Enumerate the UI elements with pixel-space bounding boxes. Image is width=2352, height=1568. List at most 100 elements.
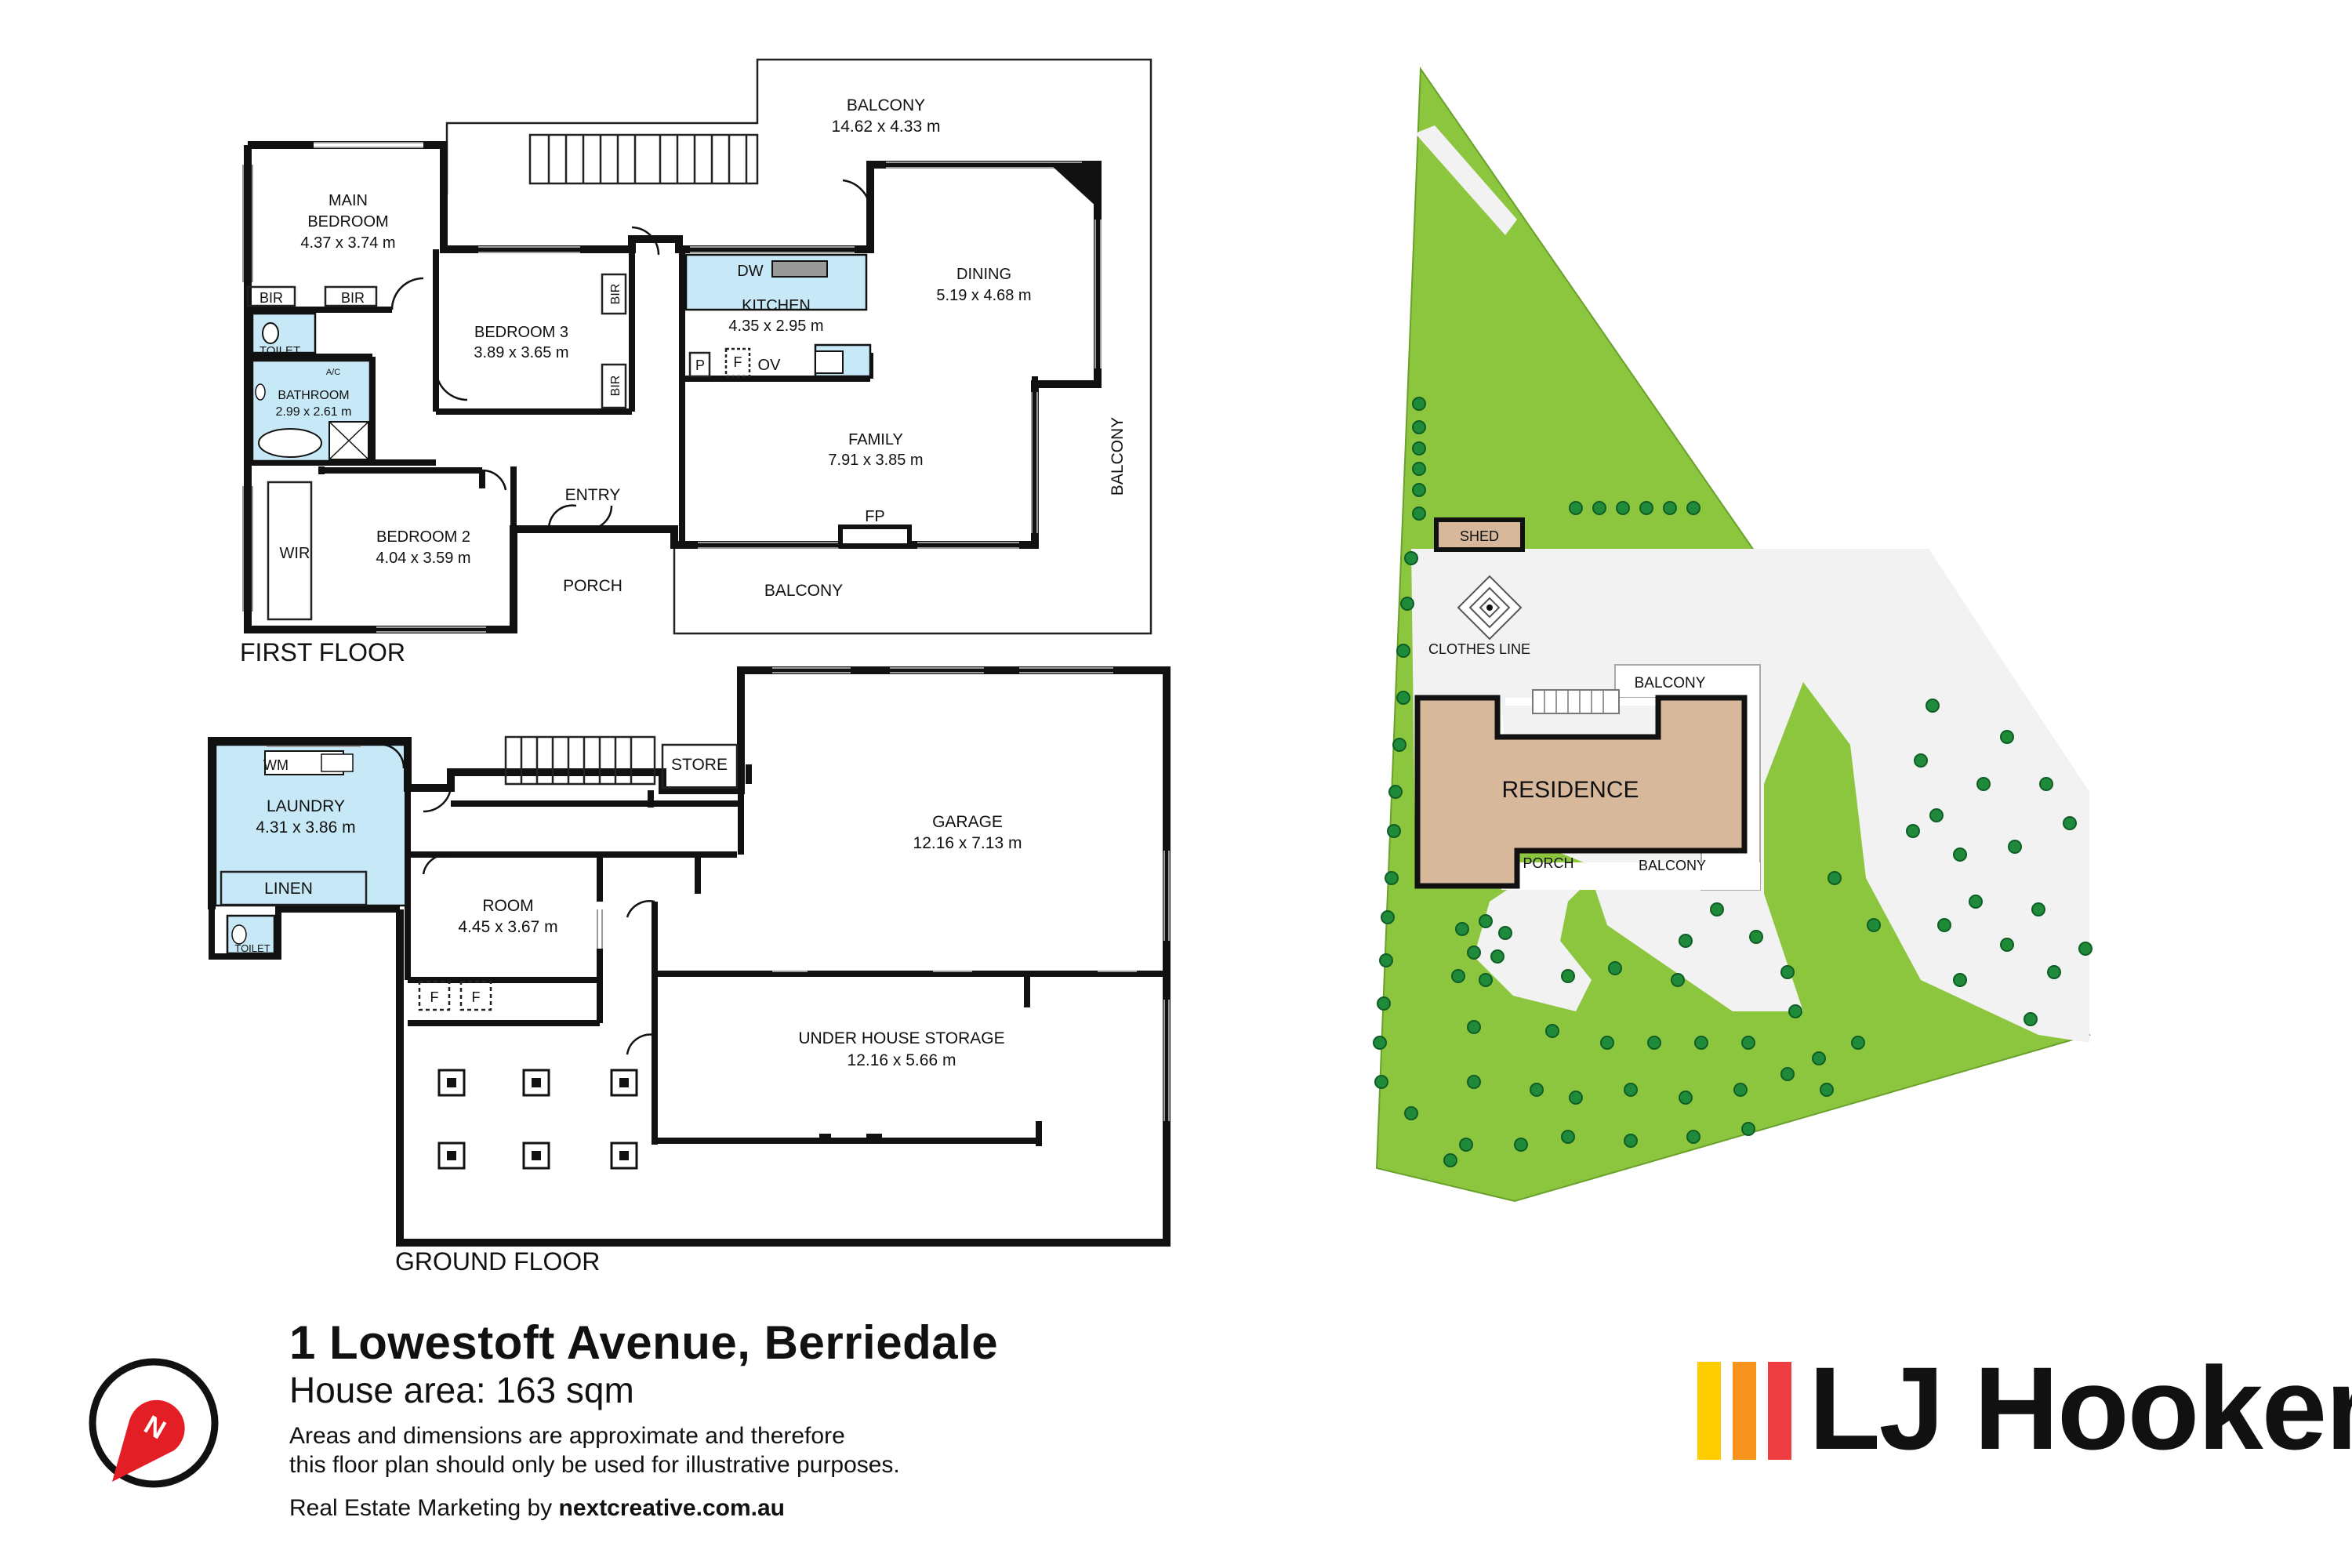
label-bathroom: BATHROOM	[278, 389, 349, 402]
label-bir-2: BIR	[341, 290, 365, 306]
residence	[1414, 695, 1748, 889]
label-porch: PORCH	[563, 577, 622, 595]
site-label-balcony-bottom: BALCONY	[1639, 858, 1706, 873]
label-toilet-ground: TOILET	[234, 942, 270, 954]
ground-floor-plan: GROUND FLOOR LAUNDRY 4.31 x 3.86 m GARAG…	[208, 666, 1171, 1276]
tree	[1788, 1004, 1802, 1018]
site-label-balcony-top: BALCONY	[1635, 675, 1706, 691]
tree	[1412, 462, 1426, 476]
label-wm: WM	[263, 757, 289, 773]
dims-laundry: 4.31 x 3.86 m	[256, 818, 355, 837]
dims-storage: 12.16 x 5.66 m	[848, 1051, 956, 1069]
tree	[1976, 777, 1991, 791]
dims-dining: 5.19 x 4.68 m	[936, 287, 1031, 304]
tree	[1679, 934, 1693, 948]
tree	[1379, 953, 1393, 967]
tree	[1392, 738, 1406, 752]
dims-bedroom2: 4.04 x 3.59 m	[376, 550, 470, 567]
label-family: FAMILY	[848, 431, 903, 448]
tree	[1592, 501, 1606, 515]
tree	[2008, 840, 2022, 854]
tree	[1953, 973, 1967, 987]
tree	[1514, 1138, 1528, 1152]
tree	[2047, 965, 2061, 979]
label-linen: LINEN	[264, 880, 313, 898]
label-ac: A/C	[326, 368, 340, 377]
tree	[1679, 1091, 1693, 1105]
site-label-residence: RESIDENCE	[1501, 777, 1639, 803]
label-storage: UNDER HOUSE STORAGE	[798, 1029, 1004, 1047]
tree	[1812, 1051, 1826, 1065]
marketing-site-link[interactable]: nextcreative.com.au	[558, 1495, 785, 1521]
label-dw: DW	[737, 263, 763, 280]
tree	[1663, 501, 1677, 515]
dims-garage: 12.16 x 7.13 m	[913, 834, 1022, 852]
tree	[1937, 918, 1951, 932]
tree	[1686, 501, 1700, 515]
tree	[1467, 1075, 1481, 1089]
trees	[1373, 397, 2092, 1167]
label-dining: DINING	[956, 266, 1011, 283]
tree	[1780, 965, 1795, 979]
site-label-clothes-line: CLOTHES LINE	[1428, 641, 1530, 657]
tree	[1498, 926, 1512, 940]
tree	[1741, 1122, 1755, 1136]
tree	[1412, 441, 1426, 456]
tree	[1404, 1106, 1418, 1120]
tree	[2024, 1012, 2038, 1026]
tree	[1377, 996, 1391, 1011]
disclaimer-line1: Areas and dimensions are approximate and…	[289, 1423, 845, 1449]
label-ov: OV	[758, 357, 782, 374]
balcony-stair	[528, 133, 759, 185]
house-area: House area: 163 sqm	[289, 1370, 634, 1410]
dims-family: 7.91 x 3.85 m	[828, 452, 923, 469]
tree	[2078, 942, 2092, 956]
tree	[1569, 501, 1583, 515]
fireplace	[838, 524, 912, 548]
tree	[1820, 1083, 1834, 1097]
dims-bathroom: 2.99 x 2.61 m	[276, 405, 352, 419]
label-f: F	[734, 354, 742, 370]
site-stair	[1532, 689, 1620, 714]
tree	[1671, 973, 1685, 987]
tree	[1561, 969, 1575, 983]
compass-icon: N	[89, 1358, 219, 1488]
tree	[1624, 1083, 1638, 1097]
label-toilet: TOILET	[260, 344, 300, 358]
site-plan: SHED CLOTHES LINE BALCONY RESIDENCE PORC…	[1373, 66, 2092, 1203]
label-main-bedroom-1: MAIN	[328, 192, 368, 209]
tree	[1490, 949, 1504, 964]
tree	[1400, 597, 1414, 611]
ground-floor-title: GROUND FLOOR	[395, 1247, 600, 1276]
first-floor-title: FIRST FLOOR	[240, 638, 405, 666]
dining-corner	[1051, 165, 1098, 208]
dims-bedroom3: 3.89 x 3.65 m	[474, 344, 568, 361]
clothes-line-icon	[1457, 575, 1523, 641]
label-entry: ENTRY	[565, 486, 621, 504]
disclaimer-line2: this floor plan should only be used for …	[289, 1452, 900, 1478]
tree	[1867, 918, 1881, 932]
tree	[1479, 914, 1493, 928]
columns	[437, 1069, 638, 1170]
tree	[1639, 501, 1653, 515]
tree	[1467, 946, 1481, 960]
tree	[1906, 824, 1920, 838]
site-label-porch: PORCH	[1523, 855, 1573, 871]
tree	[1926, 699, 1940, 713]
label-f-1: F	[430, 989, 439, 1005]
tree	[1914, 753, 1928, 768]
balcony-outline	[445, 58, 1152, 635]
label-bir-4: BIR	[609, 376, 622, 397]
label-bir-3: BIR	[609, 284, 622, 305]
dims-kitchen: 4.35 x 2.95 m	[728, 318, 823, 335]
tree	[1412, 483, 1426, 497]
label-f-2: F	[472, 989, 481, 1005]
tree	[1467, 1020, 1481, 1034]
tree	[1455, 922, 1469, 936]
label-bedroom3: BEDROOM 3	[474, 324, 568, 341]
tree	[1969, 895, 1983, 909]
tree	[1381, 910, 1395, 924]
tree	[1443, 1153, 1457, 1167]
tree	[2000, 938, 2014, 952]
